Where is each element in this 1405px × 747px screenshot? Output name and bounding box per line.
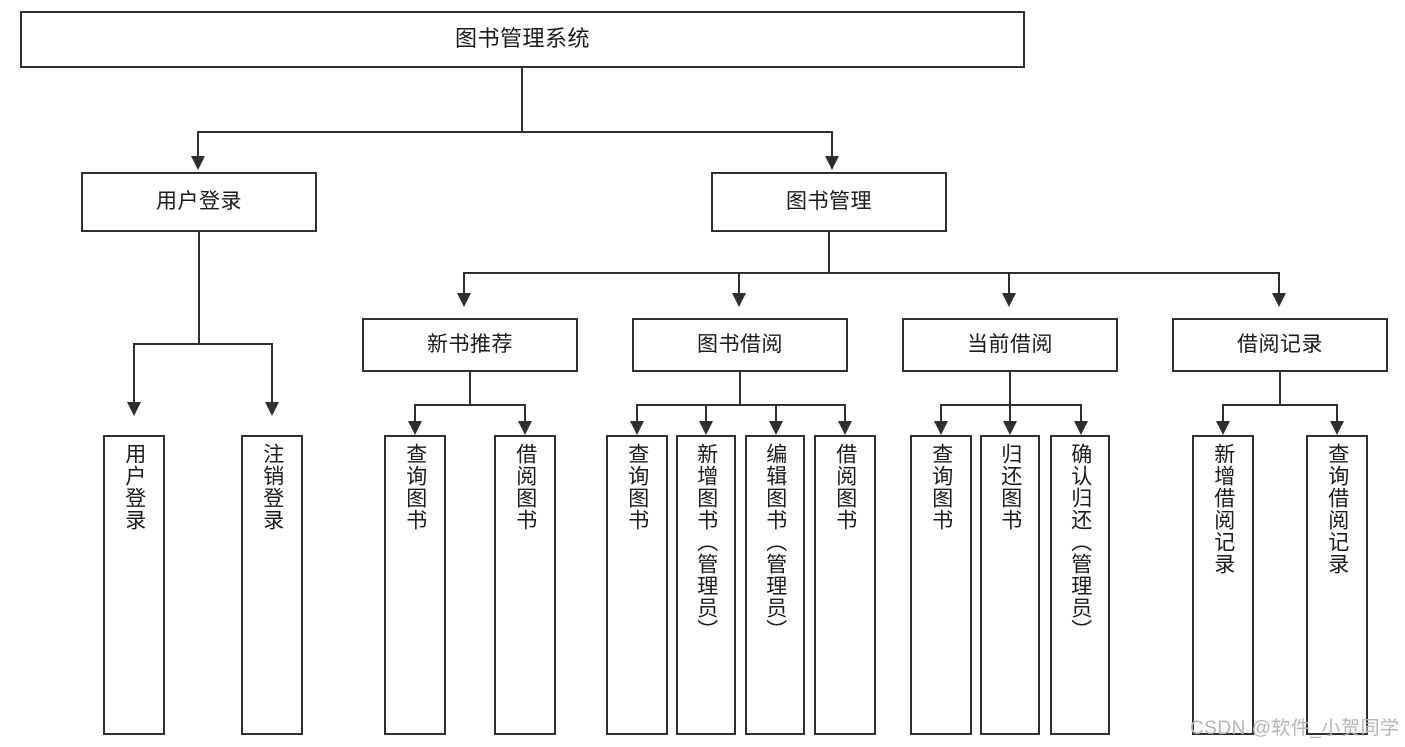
connector-bm-to-book-borrow: [738, 272, 740, 294]
connector-bm-to-current-borrow: [1008, 272, 1010, 294]
connector-bb-bar: [636, 404, 846, 406]
node-new-book-recommend[interactable]: 新书推荐: [362, 318, 578, 372]
csdn-watermark: CSDN @软件_小贺同学: [1190, 718, 1400, 739]
arrowhead-bb-to-leaf-2: [699, 421, 713, 435]
arrowhead-bb-to-leaf-1: [630, 421, 644, 435]
arrowhead-cb-to-leaf-1: [934, 421, 948, 435]
leaf-book-borrow-query-book[interactable]: 查询图书: [606, 435, 668, 735]
connector-cb-bar: [940, 404, 1082, 406]
arrowhead-nbr-to-leaf-2: [518, 421, 532, 435]
connector-book-management-bar: [463, 272, 1280, 274]
leaf-current-borrow-confirm-return-admin[interactable]: 确认归还（管理员）: [1050, 435, 1110, 735]
connector-bm-to-borrow-record: [1278, 272, 1280, 294]
arrowhead-br-to-leaf-1: [1216, 421, 1230, 435]
node-label: 查询图书: [625, 443, 649, 531]
node-label: 查询图书: [929, 443, 953, 531]
connector-cb-to-leaf-3: [1080, 404, 1082, 422]
connector-nbr-bar: [414, 404, 526, 406]
arrowhead-cb-to-leaf-2: [1003, 421, 1017, 435]
node-label: 注销登录: [260, 443, 284, 531]
connector-user-login-to-leaf-1: [133, 343, 135, 403]
leaf-book-borrow-edit-book-admin[interactable]: 编辑图书（管理员）: [745, 435, 805, 735]
connector-book-management-stem: [828, 232, 830, 273]
node-label: 编辑图书（管理员）: [763, 443, 787, 641]
connector-bb-to-leaf-4: [844, 404, 846, 422]
node-user-login[interactable]: 用户登录: [81, 172, 317, 232]
node-label: 新增借阅记录: [1211, 443, 1235, 575]
connector-nbr-to-leaf-2: [524, 404, 526, 422]
arrowhead-bm-to-new-book: [457, 293, 471, 307]
connector-bb-to-leaf-2: [705, 404, 707, 422]
arrowhead-bm-to-borrow-record: [1272, 293, 1286, 307]
arrowhead-bb-to-leaf-3: [769, 421, 783, 435]
node-label: 借阅图书: [513, 443, 537, 531]
arrowhead-cb-to-leaf-3: [1074, 421, 1088, 435]
leaf-current-borrow-return-book[interactable]: 归还图书: [980, 435, 1040, 735]
leaf-user-login-sign-in[interactable]: 用户登录: [103, 435, 165, 735]
arrowhead-user-login-to-leaf-2: [265, 402, 279, 416]
node-label: 新增图书（管理员）: [694, 443, 718, 641]
arrowhead-bb-to-leaf-4: [838, 421, 852, 435]
arrowhead-bm-to-book-borrow: [732, 293, 746, 307]
connector-user-login-to-leaf-2: [271, 343, 273, 403]
leaf-new-book-borrow-book[interactable]: 借阅图书: [494, 435, 556, 735]
connector-root-to-book-management: [831, 131, 833, 157]
arrowhead-user-login-to-leaf-1: [127, 402, 141, 416]
node-label: 图书管理: [786, 190, 872, 214]
leaf-borrow-record-add-record[interactable]: 新增借阅记录: [1192, 435, 1254, 735]
arrowhead-br-to-leaf-2: [1330, 421, 1344, 435]
node-label: 借阅记录: [1237, 333, 1323, 357]
arrowhead-nbr-to-leaf-1: [408, 421, 422, 435]
arrowhead-bm-to-current-borrow: [1002, 293, 1016, 307]
connector-root-to-user-login: [197, 131, 199, 157]
node-current-borrow[interactable]: 当前借阅: [902, 318, 1118, 372]
leaf-current-borrow-query-book[interactable]: 查询图书: [910, 435, 972, 735]
connector-root-bar: [197, 131, 833, 133]
connector-br-stem: [1279, 372, 1281, 405]
connector-br-to-leaf-2: [1336, 404, 1338, 422]
arrowhead-root-to-user-login: [191, 156, 205, 170]
node-label: 用户登录: [156, 190, 242, 214]
node-label: 归还图书: [998, 443, 1022, 531]
leaf-new-book-query-book[interactable]: 查询图书: [384, 435, 446, 735]
connector-root-stem: [521, 68, 523, 132]
node-label: 查询图书: [403, 443, 427, 531]
node-label: 图书管理系统: [454, 26, 590, 52]
node-label: 新书推荐: [427, 333, 513, 357]
connector-bm-to-new-book: [463, 272, 465, 294]
connector-bb-to-leaf-3: [775, 404, 777, 422]
node-label: 当前借阅: [967, 333, 1053, 357]
connector-cb-to-leaf-1: [940, 404, 942, 422]
connector-nbr-stem: [469, 372, 471, 405]
connector-nbr-to-leaf-1: [414, 404, 416, 422]
connector-cb-stem: [1009, 372, 1011, 405]
node-book-borrow[interactable]: 图书借阅: [632, 318, 848, 372]
connector-cb-to-leaf-2: [1009, 404, 1011, 422]
connector-bb-stem: [739, 372, 741, 405]
node-label: 借阅图书: [833, 443, 857, 531]
leaf-user-login-sign-out[interactable]: 注销登录: [241, 435, 303, 735]
connector-br-to-leaf-1: [1222, 404, 1224, 422]
node-borrow-record[interactable]: 借阅记录: [1172, 318, 1388, 372]
node-label: 用户登录: [122, 443, 146, 531]
node-label: 确认归还（管理员）: [1068, 443, 1092, 641]
leaf-book-borrow-borrow-book[interactable]: 借阅图书: [814, 435, 876, 735]
arrowhead-root-to-book-management: [825, 156, 839, 170]
leaf-borrow-record-query-record[interactable]: 查询借阅记录: [1306, 435, 1368, 735]
node-label: 图书借阅: [697, 333, 783, 357]
node-root-book-management-system[interactable]: 图书管理系统: [20, 11, 1025, 68]
connector-br-bar: [1222, 404, 1338, 406]
node-label: 查询借阅记录: [1325, 443, 1349, 575]
connector-user-login-bar: [133, 343, 273, 345]
leaf-book-borrow-add-book-admin[interactable]: 新增图书（管理员）: [676, 435, 736, 735]
node-book-management[interactable]: 图书管理: [711, 172, 947, 232]
connector-bb-to-leaf-1: [636, 404, 638, 422]
connector-user-login-stem: [198, 232, 200, 344]
